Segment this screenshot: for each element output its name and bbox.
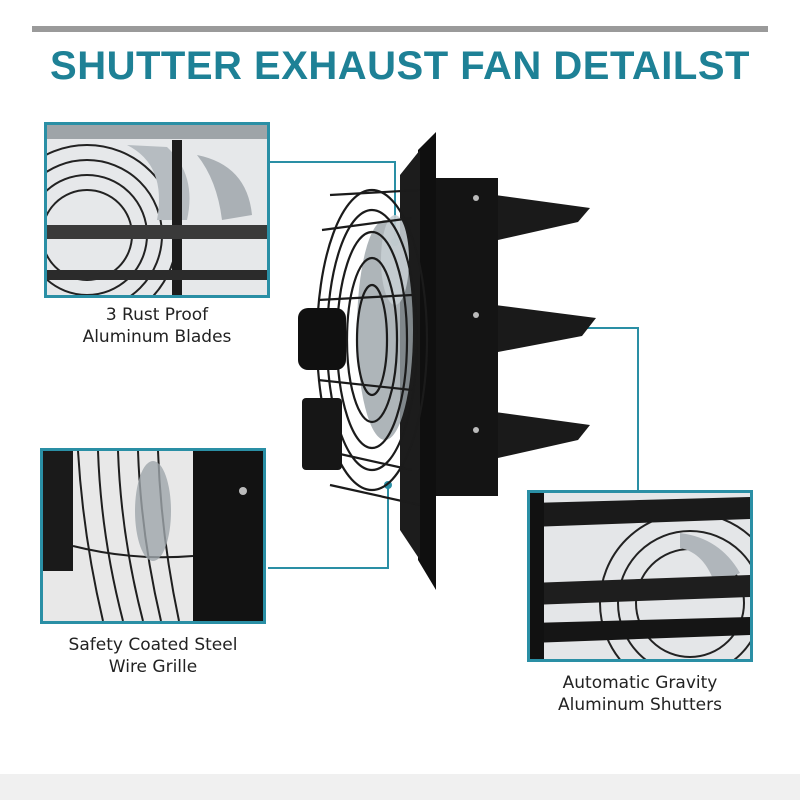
shutters-caption-line1: Automatic Gravity — [562, 673, 718, 693]
shutter-louvers — [495, 195, 596, 458]
shutters-caption: Automatic Gravity Aluminum Shutters — [527, 672, 753, 716]
grille-closeup-image — [43, 451, 263, 621]
blades-closeup-image — [47, 125, 267, 295]
blades-caption-line1: 3 Rust Proof — [105, 305, 209, 325]
grille-caption-line2: Wire Grille — [108, 657, 198, 677]
motor-box — [302, 398, 342, 470]
shutters-caption-line2: Aluminum Shutters — [558, 695, 722, 715]
fan-motor — [298, 308, 346, 370]
shutters-detail-panel — [527, 490, 753, 662]
blades-caption-line2: Aluminum Blades — [82, 327, 232, 347]
blades-detail-panel — [44, 122, 270, 298]
top-divider — [32, 26, 768, 32]
bottom-bar — [0, 774, 800, 800]
grille-caption: Safety Coated Steel Wire Grille — [40, 634, 266, 678]
grille-caption-line1: Safety Coated Steel — [68, 635, 238, 655]
shutters-closeup-image — [530, 493, 750, 659]
grille-detail-panel — [40, 448, 266, 624]
blades-caption: 3 Rust Proof Aluminum Blades — [44, 304, 270, 348]
fan-housing — [436, 178, 498, 496]
page-title: SHUTTER EXHAUST FAN DETAILST — [50, 44, 750, 88]
